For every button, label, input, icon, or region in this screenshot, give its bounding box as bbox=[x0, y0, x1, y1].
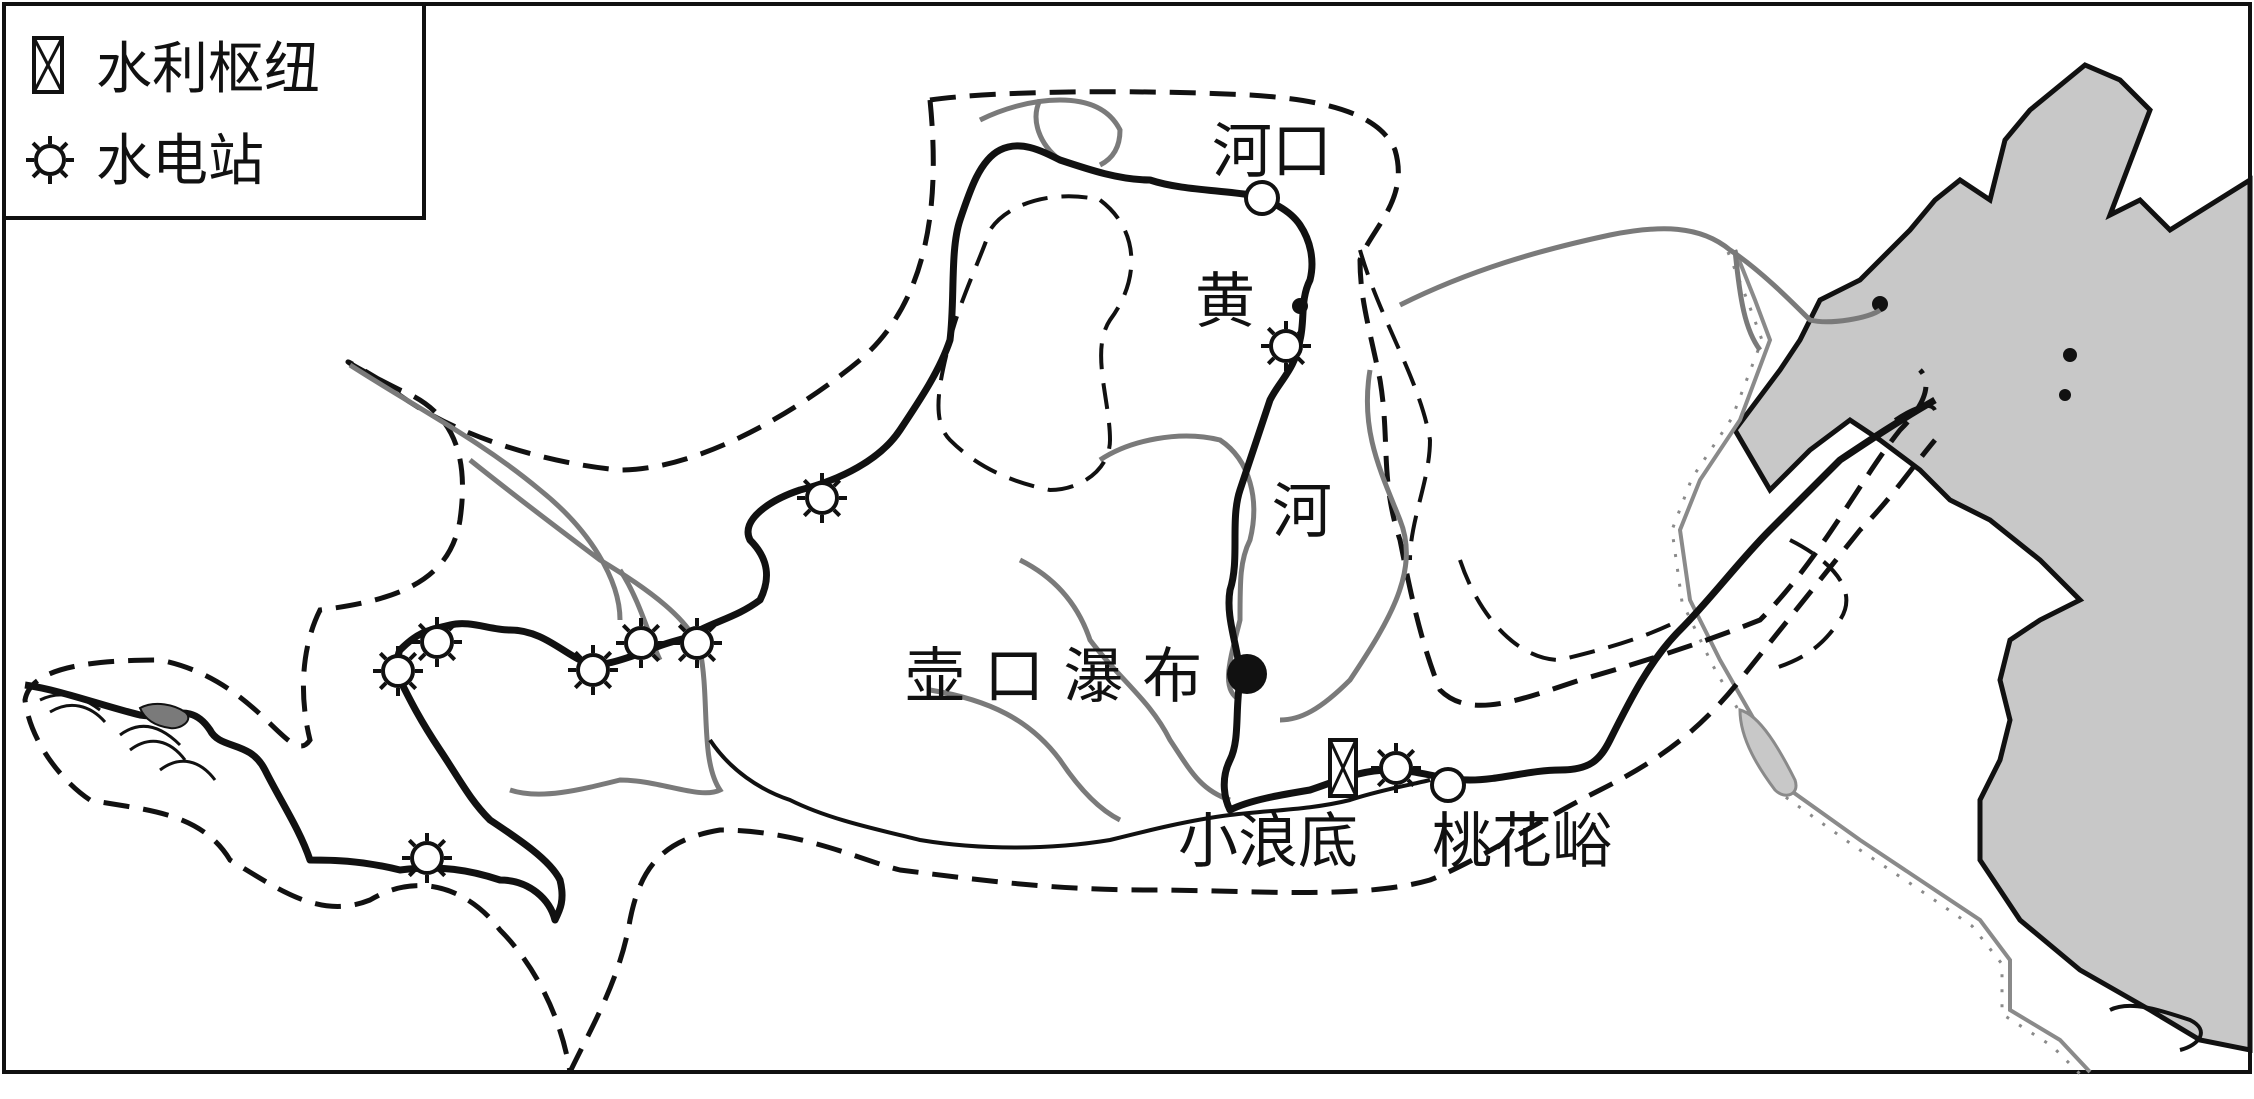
lake bbox=[1738, 708, 1798, 797]
tributary bbox=[978, 97, 1123, 168]
hydropower-stations bbox=[373, 321, 1421, 883]
tributary bbox=[929, 687, 1122, 823]
label-hukou-falls: 壶 口 瀑 布 bbox=[905, 642, 1202, 712]
hekou-marker bbox=[1244, 180, 1280, 216]
basin-boundary-north bbox=[929, 89, 1929, 708]
tributary bbox=[1018, 557, 1231, 803]
source-lake bbox=[138, 702, 190, 730]
hukou-falls-marker bbox=[1227, 654, 1267, 694]
tributary bbox=[348, 362, 623, 621]
basin-inner-dash bbox=[1458, 559, 1681, 663]
legend-label-hydro-hub: 水利枢纽 bbox=[96, 37, 320, 102]
coast-dot bbox=[1872, 296, 1888, 312]
river-delta bbox=[1893, 403, 1937, 422]
legend-hydro-hub-icon bbox=[32, 36, 64, 94]
sea-bohai bbox=[1732, 62, 2253, 1054]
hydropower-station-icon bbox=[373, 646, 423, 696]
hydropower-station-icon bbox=[1261, 321, 1311, 371]
hydropower-station-icon bbox=[1371, 743, 1421, 793]
tributary bbox=[1279, 369, 1409, 723]
taohuayu-marker bbox=[1430, 767, 1466, 803]
tributary bbox=[1398, 226, 1882, 325]
tributary bbox=[468, 458, 724, 797]
legend-label-power-station: 水电站 bbox=[96, 129, 264, 194]
hydropower-station-icon bbox=[402, 833, 452, 883]
xiaolangdi-hydro-hub-icon bbox=[1328, 738, 1358, 798]
label-taohuayu: 桃花峪 bbox=[1432, 807, 1612, 877]
tributary bbox=[1732, 249, 1763, 352]
hydropower-station-icon bbox=[797, 473, 847, 523]
basin-inner-dash bbox=[1769, 538, 1849, 672]
coast-dot bbox=[2063, 348, 2077, 362]
legend-power-station-icon bbox=[26, 136, 74, 184]
basin-inner-dash bbox=[1358, 249, 1433, 561]
town-marker bbox=[1292, 298, 1308, 314]
label-hekou: 河口 bbox=[1212, 117, 1332, 187]
legend-box bbox=[2, 2, 426, 220]
label-he: 河 bbox=[1272, 477, 1332, 547]
legend: 水利枢纽 水电站 bbox=[2, 2, 426, 220]
label-huang: 黄 bbox=[1195, 267, 1255, 337]
source-mountains bbox=[39, 693, 217, 781]
label-xiaolangdi: 小浪底 bbox=[1178, 807, 1358, 877]
hydropower-station-icon bbox=[672, 618, 722, 668]
hydropower-station-icon bbox=[568, 645, 618, 695]
tributary bbox=[617, 568, 663, 662]
hydropower-station-icon bbox=[412, 617, 462, 667]
basin-inner-loop bbox=[936, 194, 1134, 493]
coast-detail bbox=[2109, 1003, 2203, 1052]
hydropower-station-icon bbox=[26, 136, 74, 184]
river-channel bbox=[708, 738, 1431, 850]
coast-dot bbox=[2059, 389, 2071, 401]
basin-boundary-west bbox=[22, 99, 936, 1073]
hydropower-station-icon bbox=[616, 618, 666, 668]
basin-boundary-south bbox=[567, 438, 1937, 1074]
